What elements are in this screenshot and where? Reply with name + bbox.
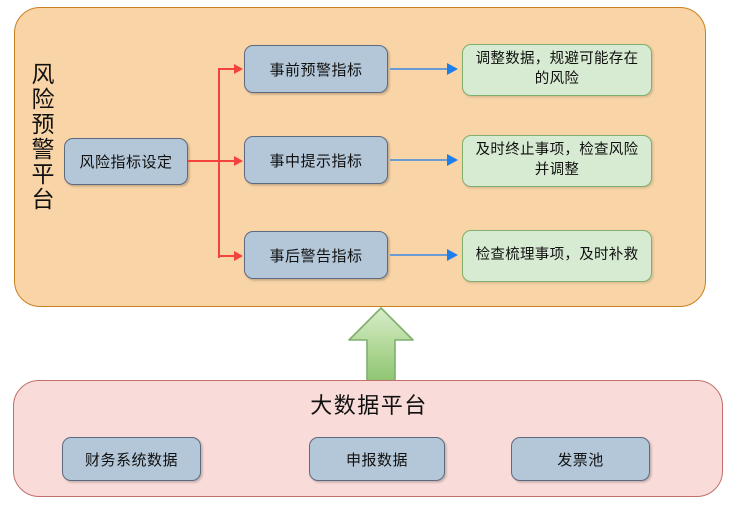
red-connector-spine	[218, 68, 221, 258]
source-invoice-pool[interactable]: 发票池	[511, 437, 650, 481]
red-arrowhead-bottom-icon	[234, 250, 243, 261]
red-connector-arm-top	[218, 68, 238, 71]
blue-arrowhead-top-icon	[447, 63, 458, 75]
blue-arrowhead-bottom-icon	[447, 249, 458, 261]
node-pre-event-warning-indicator[interactable]: 事前预警指标	[244, 45, 388, 93]
node-risk-indicator-setting[interactable]: 风险指标设定	[64, 138, 188, 185]
outcome-check-sort-remedy[interactable]: 检查梳理事项，及时补救	[462, 230, 652, 282]
blue-connector-bottom	[390, 254, 448, 257]
red-arrowhead-top-icon	[234, 63, 243, 74]
source-financial-system-data[interactable]: 财务系统数据	[62, 437, 201, 481]
red-arrowhead-middle-icon	[234, 155, 243, 166]
source-declaration-data[interactable]: 申报数据	[309, 437, 445, 481]
red-connector-stem	[188, 160, 220, 163]
node-in-process-reminder-indicator[interactable]: 事中提示指标	[244, 136, 388, 184]
blue-arrowhead-middle-icon	[447, 154, 458, 166]
green-up-arrow-icon	[348, 307, 414, 384]
red-connector-arm-bottom	[218, 255, 238, 258]
node-post-event-alert-indicator[interactable]: 事后警告指标	[244, 231, 388, 279]
outcome-adjust-data-avoid-risk[interactable]: 调整数据，规避可能存在的风险	[462, 44, 652, 96]
blue-connector-top	[390, 68, 448, 71]
blue-connector-middle	[390, 159, 448, 162]
platform-vertical-label: 风险预警平台	[27, 62, 53, 212]
big-data-platform-title: 大数据平台	[310, 394, 428, 419]
outcome-terminate-check-adjust[interactable]: 及时终止事项，检查风险并调整	[462, 135, 652, 187]
red-connector-arm-middle	[218, 160, 238, 163]
